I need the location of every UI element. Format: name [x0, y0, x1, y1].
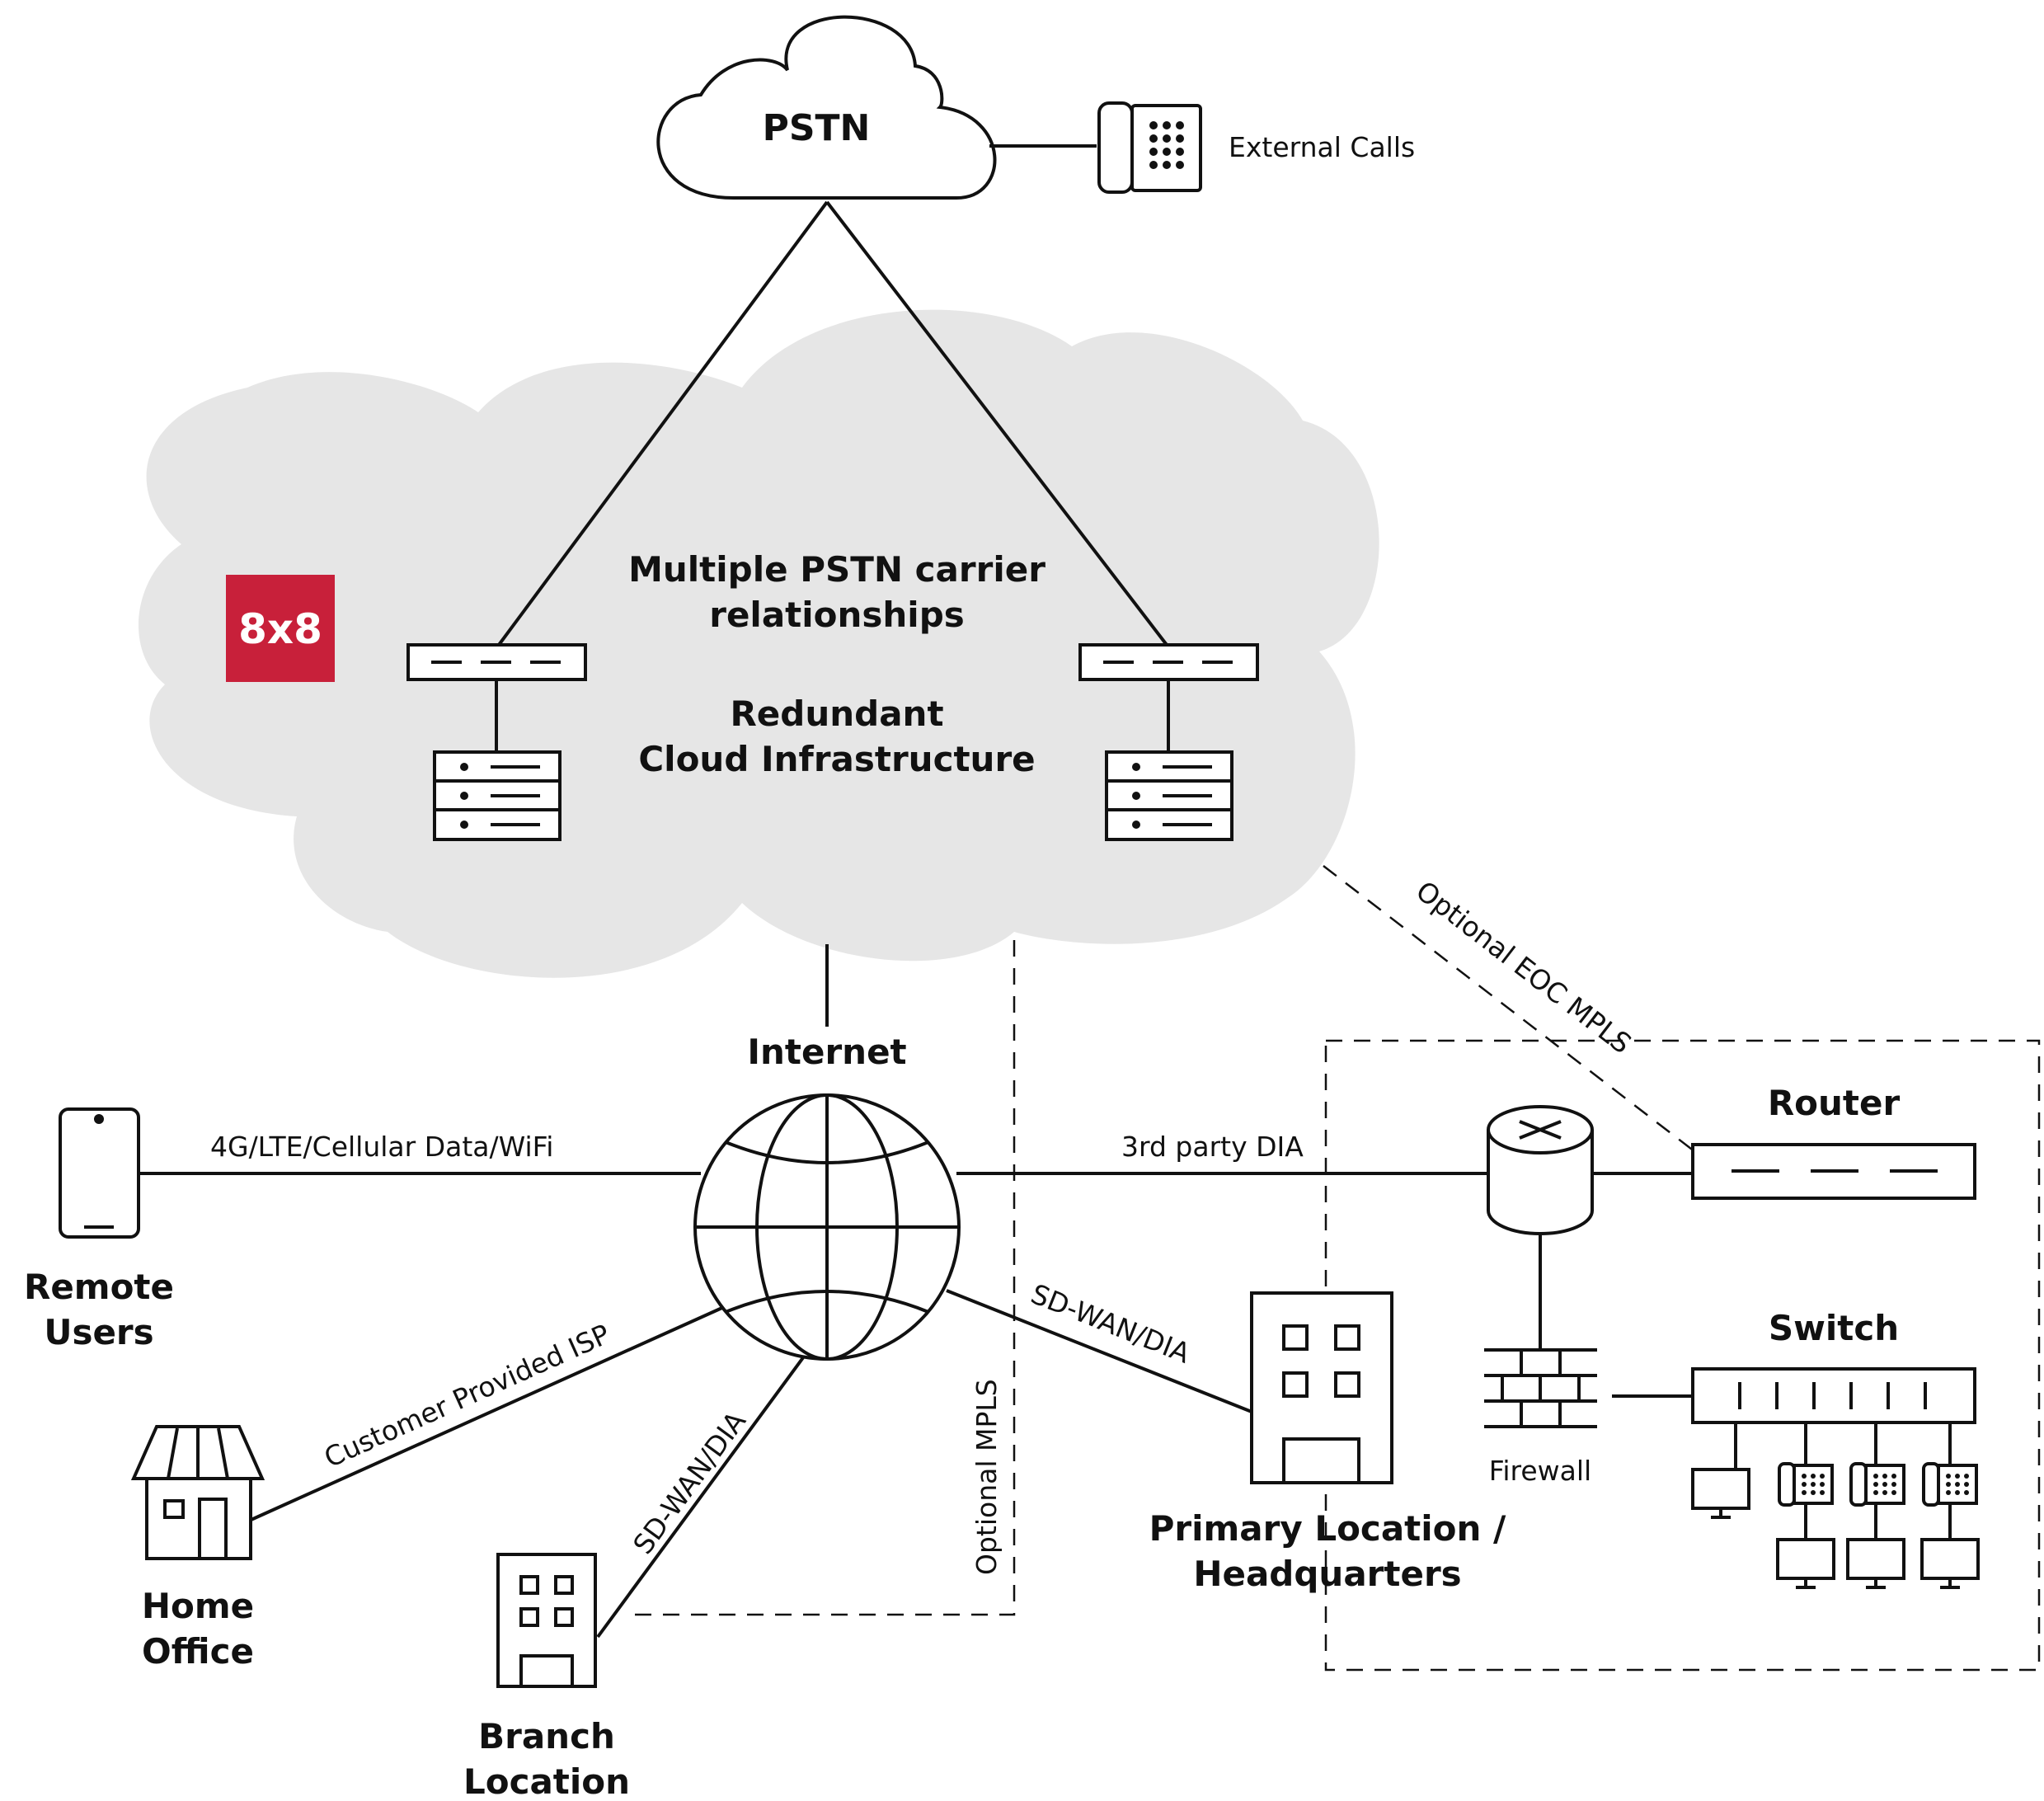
router-label: Router [1768, 1083, 1901, 1123]
carrier-text-line1: Multiple PSTN carrier [628, 549, 1045, 590]
branch-building-icon [496, 1553, 597, 1688]
monitor-icon [1691, 1468, 1750, 1519]
carrier-device-left [406, 643, 587, 752]
router-device [1691, 1143, 1976, 1200]
carrier-text-line2: relationships [709, 595, 965, 635]
hq-link [946, 1289, 1252, 1413]
external-calls-label: External Calls [1229, 131, 1415, 163]
carrier-device-right [1078, 643, 1259, 752]
switch-label: Switch [1769, 1308, 1899, 1348]
desk-phone-icon-2 [1849, 1462, 1905, 1507]
hq-label-1: Primary Location / [1149, 1508, 1506, 1549]
branch-label-1: Branch [478, 1716, 615, 1756]
optional-eoc-mpls-link [1323, 865, 1699, 1155]
server-stack-left [433, 750, 562, 841]
cloud-text-line1: Redundant [730, 694, 943, 734]
remote-users-label-2: Users [44, 1312, 153, 1352]
router-cylinder-icon [1487, 1105, 1594, 1235]
branch-sdwan-label: SD-WAN/DIA [627, 1405, 752, 1560]
customer-isp-label: Customer Provided ISP [319, 1318, 614, 1474]
optional-eoc-mpls-label: Optional EOC MPLS [1410, 874, 1638, 1060]
optional-mpls-label: Optional MPLS [970, 1379, 1003, 1575]
pstn-right-link [825, 200, 1168, 647]
monitor-icon-2 [1776, 1538, 1835, 1589]
hq-label-2: Headquarters [1193, 1554, 1461, 1594]
monitor-icon-3 [1846, 1538, 1905, 1589]
branch-label-2: Location [463, 1761, 630, 1801]
hq-building-icon [1250, 1291, 1393, 1484]
cloud-text-line2: Cloud Infrastructure [638, 739, 1035, 779]
home-icon [130, 1425, 265, 1560]
firewall-label: Firewall [1489, 1455, 1591, 1487]
pstn-left-link [497, 200, 829, 647]
third-party-dia-label: 3rd party DIA [1121, 1131, 1304, 1163]
switch-endpoints [1734, 1422, 1952, 1540]
desk-phone-icon [1097, 101, 1202, 194]
desk-phone-icon-3 [1922, 1462, 1978, 1507]
remote-users-label-1: Remote [24, 1267, 174, 1307]
branch-link [596, 1355, 806, 1639]
server-stack-right [1105, 750, 1233, 841]
desk-phone-icon-1 [1778, 1462, 1834, 1507]
monitor-icon-4 [1920, 1538, 1980, 1589]
logo-text: 8x8 [238, 605, 322, 653]
switch-device [1691, 1367, 1976, 1424]
internet-label: Internet [747, 1032, 906, 1072]
globe-icon [693, 1093, 961, 1361]
firewall-icon [1484, 1348, 1597, 1428]
home-office-label-2: Office [142, 1631, 254, 1672]
pstn-label: PSTN [763, 107, 871, 149]
pstn-cloud: PSTN [656, 15, 997, 200]
home-office-label-1: Home [142, 1586, 254, 1626]
optional-mpls-link [635, 940, 1016, 1616]
home-office-link [247, 1305, 725, 1523]
mobile-phone-icon [59, 1107, 140, 1239]
brand-logo: 8x8 [226, 575, 335, 682]
cellular-label: 4G/LTE/Cellular Data/WiFi [210, 1131, 553, 1163]
